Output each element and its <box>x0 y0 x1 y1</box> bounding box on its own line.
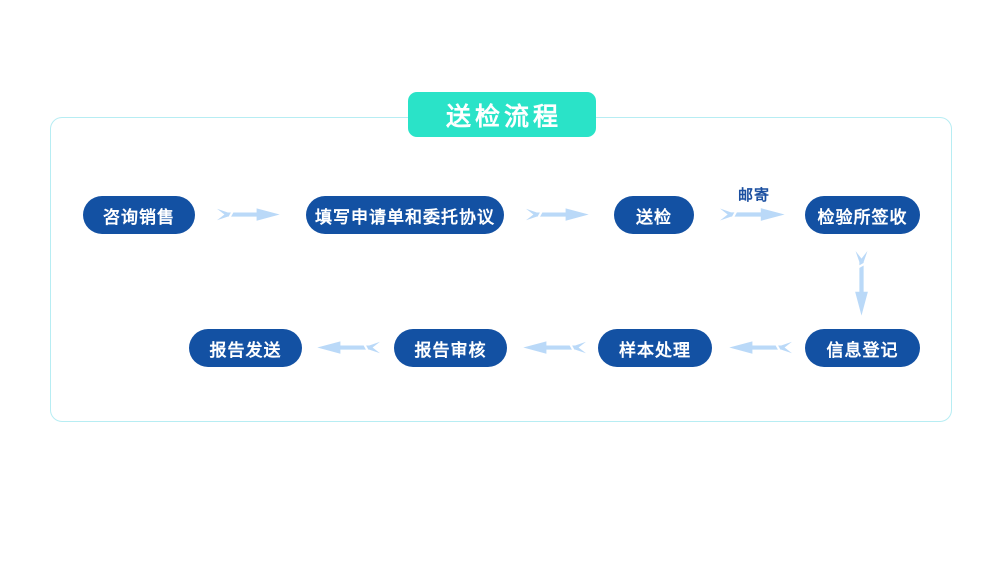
arrow-left-icon <box>520 339 586 356</box>
flow-node-report-review: 报告审核 <box>394 329 507 367</box>
flow-panel <box>50 117 952 422</box>
flow-node-submit-inspection: 送检 <box>614 196 694 234</box>
arrow-left-icon <box>314 339 380 356</box>
flow-node-fill-application: 填写申请单和委托协议 <box>306 196 504 234</box>
arrow-right-icon <box>716 206 792 223</box>
flow-node-info-registration: 信息登记 <box>805 329 920 367</box>
page-title: 送检流程 <box>445 102 562 131</box>
flow-node-lab-sign-receipt: 检验所签收 <box>805 196 920 234</box>
title-badge: 送检流程 <box>408 92 596 137</box>
flow-node-report-delivery: 报告发送 <box>189 329 302 367</box>
arrow-down-icon <box>853 247 870 323</box>
arrow-right-icon <box>526 206 592 223</box>
mail-arrow-label: 邮寄 <box>737 187 770 204</box>
arrow-left-icon <box>726 339 792 356</box>
arrow-right-icon <box>217 206 283 223</box>
flow-node-consult-sales: 咨询销售 <box>83 196 195 234</box>
flow-node-sample-processing: 样本处理 <box>598 329 712 367</box>
